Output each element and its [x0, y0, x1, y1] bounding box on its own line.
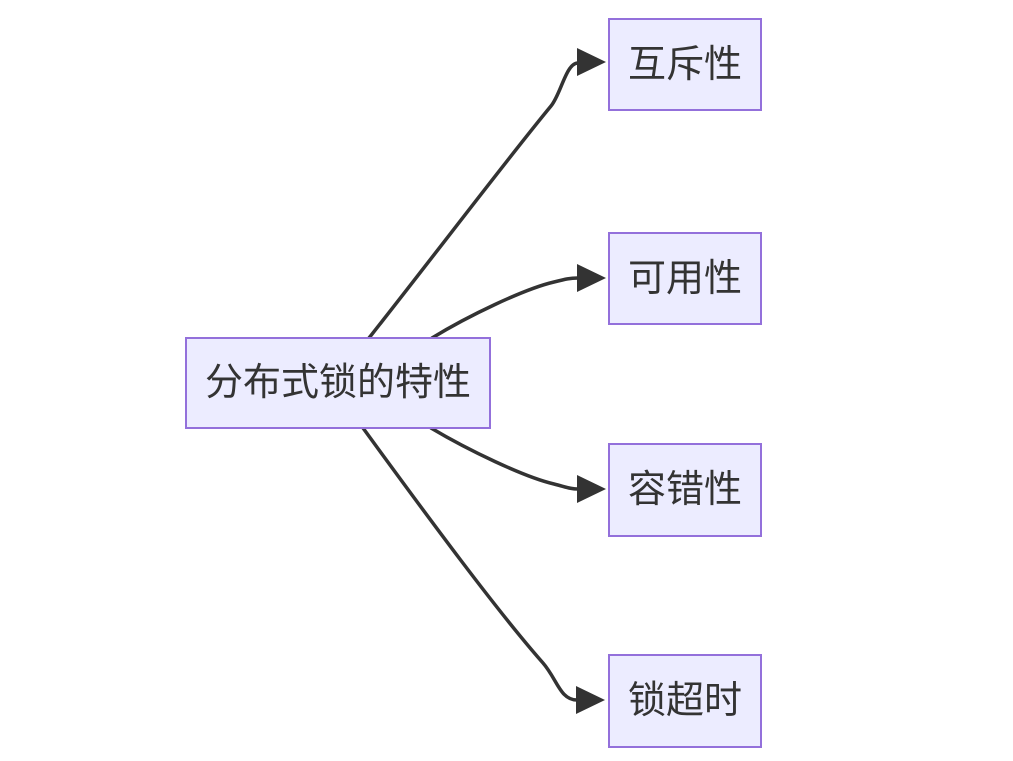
arrowhead-icon	[577, 475, 606, 503]
node-availability: 可用性	[608, 232, 762, 325]
node-fault-tolerance: 容错性	[608, 443, 762, 537]
arrowhead-icon	[576, 686, 605, 714]
edge-root-to-fault-tolerance	[429, 426, 606, 503]
node-mutual-exclusivity-label: 互斥性	[627, 43, 742, 86]
edge-line	[361, 426, 579, 702]
edge-line	[430, 276, 580, 340]
arrowhead-icon	[577, 264, 606, 292]
node-lock-timeout: 锁超时	[608, 654, 762, 748]
node-root: 分布式锁的特性	[185, 337, 491, 429]
node-availability-label: 可用性	[627, 257, 742, 300]
edge-line	[367, 61, 580, 340]
arrowhead-icon	[577, 48, 606, 76]
edge-line	[429, 426, 580, 491]
node-root-label: 分布式锁的特性	[204, 362, 471, 404]
node-mutual-exclusivity: 互斥性	[608, 18, 762, 111]
node-lock-timeout-label: 锁超时	[627, 680, 742, 722]
edge-root-to-lock-timeout	[361, 426, 605, 714]
edge-root-to-mutual-exclusivity	[367, 48, 606, 340]
edge-root-to-availability	[430, 264, 606, 340]
node-fault-tolerance-label: 容错性	[627, 469, 742, 511]
